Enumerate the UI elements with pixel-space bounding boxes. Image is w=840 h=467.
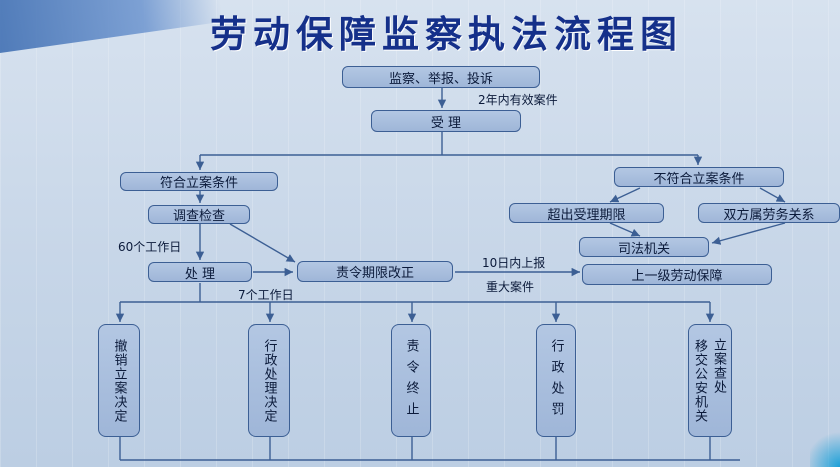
label-major-cases: 重大案件 xyxy=(486,280,535,294)
node-not-meets-conditions: 不符合立案条件 xyxy=(614,167,784,187)
node-revoke-case: 撤销立案决定 xyxy=(98,324,140,437)
node-admin-decision: 行政处理决定 xyxy=(248,324,290,437)
node-beyond-scope: 超出受理期限 xyxy=(509,203,664,223)
node-admin-penalty: 行政处罚 xyxy=(536,324,576,437)
decorative-corner xyxy=(810,427,840,467)
node-order-terminate-text: 责令终止 xyxy=(403,338,419,423)
node-investigate: 调查检查 xyxy=(148,205,250,224)
node-source: 监察、举报、投诉 xyxy=(342,66,540,88)
node-revoke-case-text: 撤销立案决定 xyxy=(111,338,127,423)
node-superior: 上一级劳动保障 xyxy=(582,264,772,285)
node-judicial: 司法机关 xyxy=(579,237,709,257)
node-admin-penalty-text: 行政处罚 xyxy=(548,338,564,423)
node-admin-decision-text: 行政处理决定 xyxy=(261,338,277,423)
node-transfer-police-text-b: 立案查处 xyxy=(711,337,726,394)
node-transfer-police-text-a: 移交公安机关 xyxy=(692,338,707,423)
node-accept: 受 理 xyxy=(371,110,521,132)
node-meets-conditions: 符合立案条件 xyxy=(120,172,278,191)
label-ten-days: 10日内上报 xyxy=(482,256,546,270)
node-transfer-police: 移交公安机关 立案查处 xyxy=(688,324,732,437)
node-order-terminate: 责令终止 xyxy=(391,324,431,437)
node-order-correct: 责令期限改正 xyxy=(297,261,453,282)
label-sixty-workdays: 60个工作日 xyxy=(118,240,182,254)
node-handle: 处 理 xyxy=(148,262,252,282)
label-seven-workdays: 7个工作日 xyxy=(238,288,294,302)
label-valid-cases: 2年内有效案件 xyxy=(478,93,558,107)
node-labor-relation: 双方属劳务关系 xyxy=(698,203,840,223)
page-title: 劳动保障监察执法流程图 xyxy=(210,13,683,56)
